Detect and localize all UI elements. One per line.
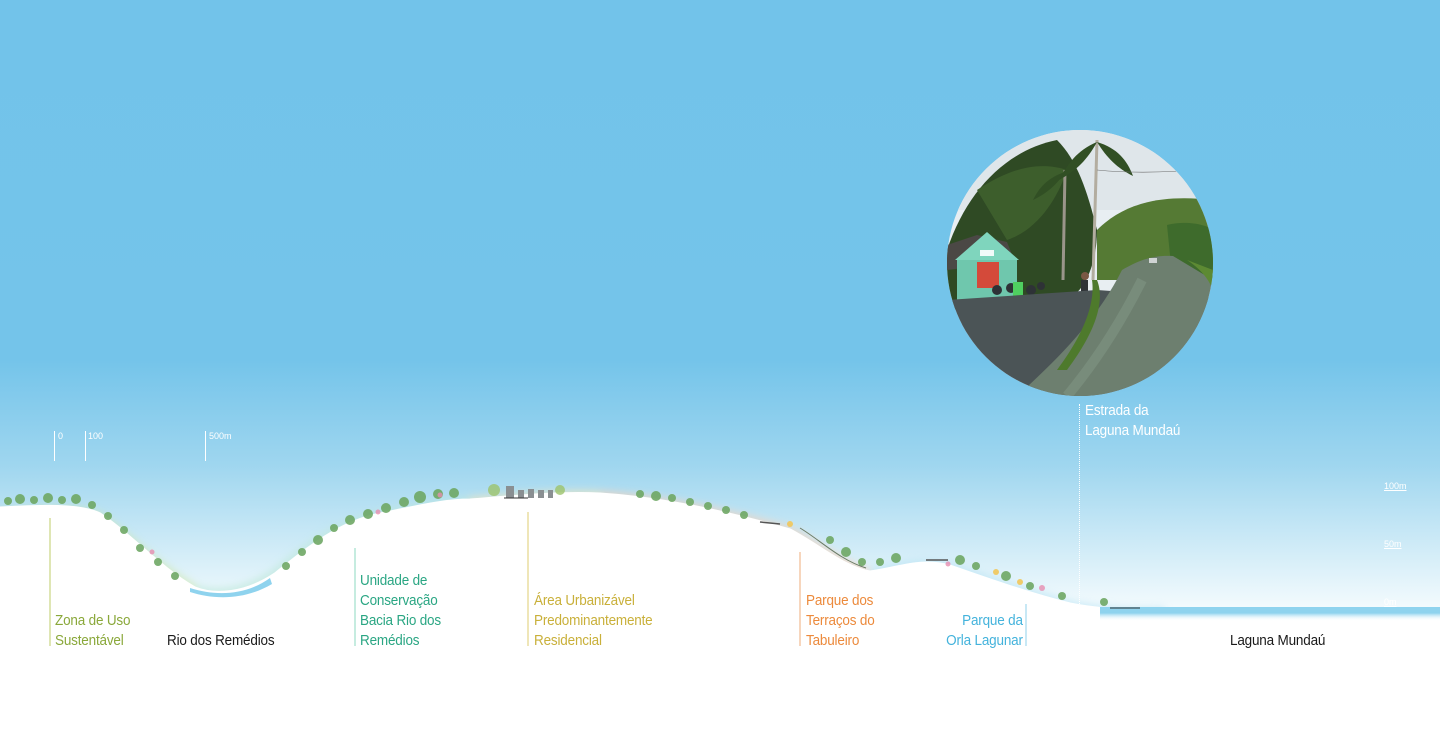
scale-tick-500	[205, 431, 206, 461]
ruler-zona-uso	[49, 518, 51, 646]
elevation-label-50: 50m	[1384, 539, 1402, 549]
scale-label-0: 0	[58, 431, 64, 441]
label-rio-remedios: Rio dos Remédios	[167, 632, 275, 649]
label-laguna-mundau: Laguna Mundaú	[1230, 632, 1326, 649]
road-photo-illustration	[947, 130, 1213, 396]
elevation-label-100: 100m	[1384, 481, 1407, 491]
elevation-label-0: 0m	[1384, 597, 1397, 607]
ground-body	[0, 493, 1440, 750]
scale-label-100: 100	[88, 431, 104, 441]
laguna-water	[1100, 607, 1440, 613]
scale-tick-0	[54, 431, 55, 461]
river-water	[190, 578, 272, 598]
road-photo	[947, 130, 1213, 396]
vegetation	[4, 484, 1140, 609]
scale-label-500: 500m	[209, 431, 232, 441]
road-location-marker	[1079, 404, 1080, 604]
ruler-parque-orla	[1025, 604, 1027, 646]
scale-tick-100	[85, 431, 86, 461]
ruler-parque-terracos	[799, 552, 801, 646]
ruler-area-urbanizavel	[527, 512, 529, 646]
ground-line	[0, 491, 1440, 613]
ruler-unidade-conservacao	[354, 548, 356, 646]
